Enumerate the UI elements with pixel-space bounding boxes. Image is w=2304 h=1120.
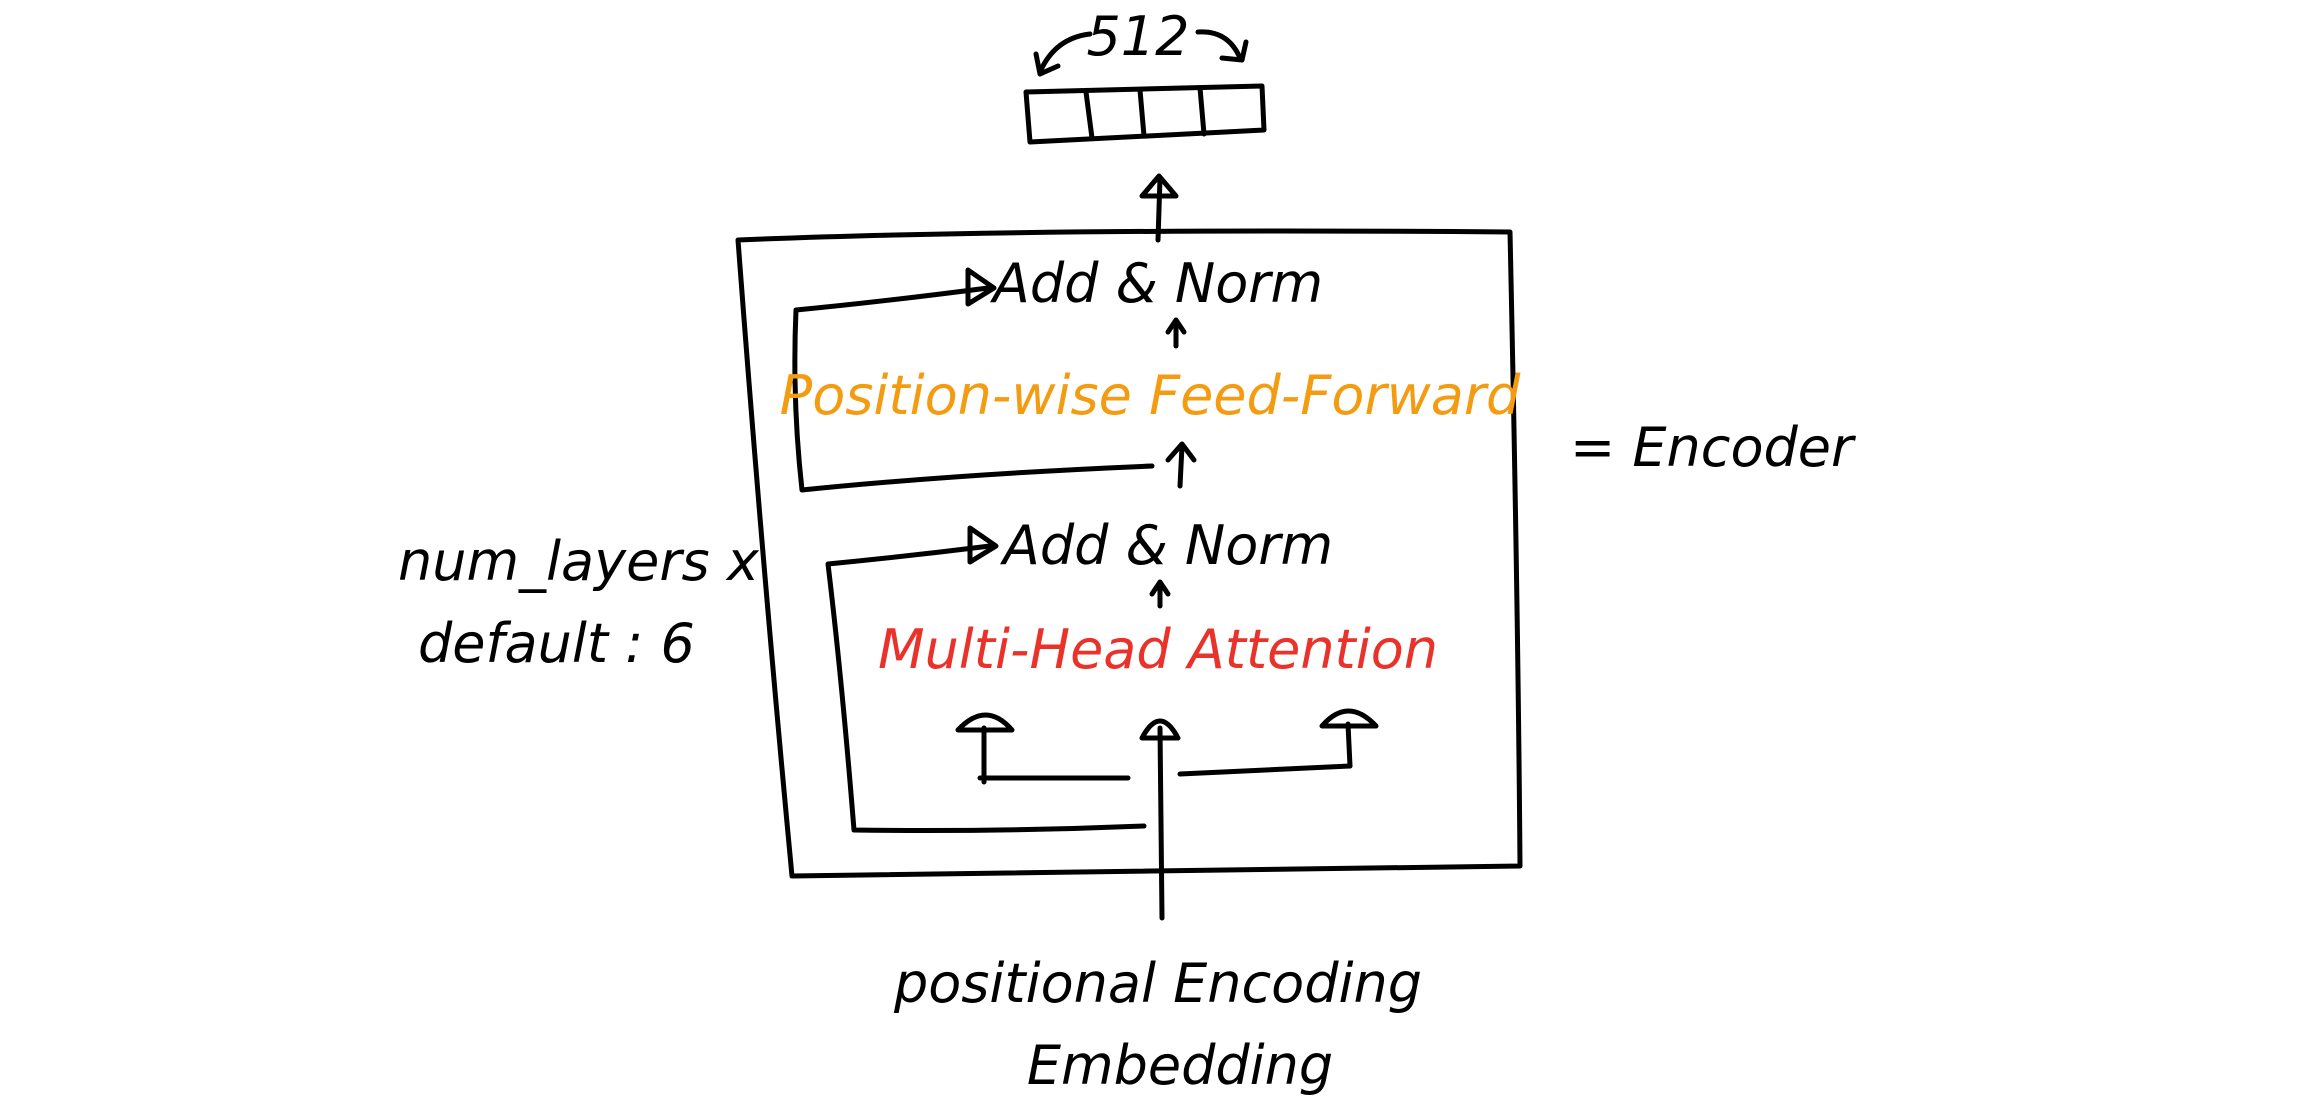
embedding-label: Embedding bbox=[1027, 1034, 1333, 1097]
encoder-label: = Encoder bbox=[1570, 416, 1856, 479]
attention-to-addnorm-arrow bbox=[1149, 579, 1171, 609]
positional-encoding-label: positional Encoding bbox=[893, 952, 1422, 1015]
num-layers-label: num_layers x bbox=[398, 530, 760, 593]
multi-head-attention-label: Multi-Head Attention bbox=[878, 618, 1438, 681]
dim-arrow-left-head bbox=[1033, 51, 1061, 77]
residual-connection-attention bbox=[825, 525, 1147, 833]
dim-arrow-left bbox=[1037, 31, 1093, 75]
output-vector bbox=[1023, 83, 1267, 145]
default-layers-label: default : 6 bbox=[418, 612, 695, 675]
vector-dim-label: 512 bbox=[1086, 5, 1189, 68]
add-norm-bottom-label: Add & Norm bbox=[1000, 514, 1333, 577]
residual-connection-ffn bbox=[792, 267, 1155, 493]
add-norm-top-label: Add & Norm bbox=[990, 252, 1323, 315]
dim-arrow-right bbox=[1195, 29, 1243, 61]
ffn-to-addnorm-arrow bbox=[1165, 317, 1187, 349]
feed-forward-label: Position-wise Feed-Forward bbox=[780, 364, 1521, 427]
encoder-block bbox=[735, 228, 1523, 879]
addnorm-to-ffn-arrow bbox=[1165, 441, 1197, 489]
dim-arrow-right-head bbox=[1219, 39, 1249, 63]
attention-input-arrows bbox=[955, 708, 1379, 921]
